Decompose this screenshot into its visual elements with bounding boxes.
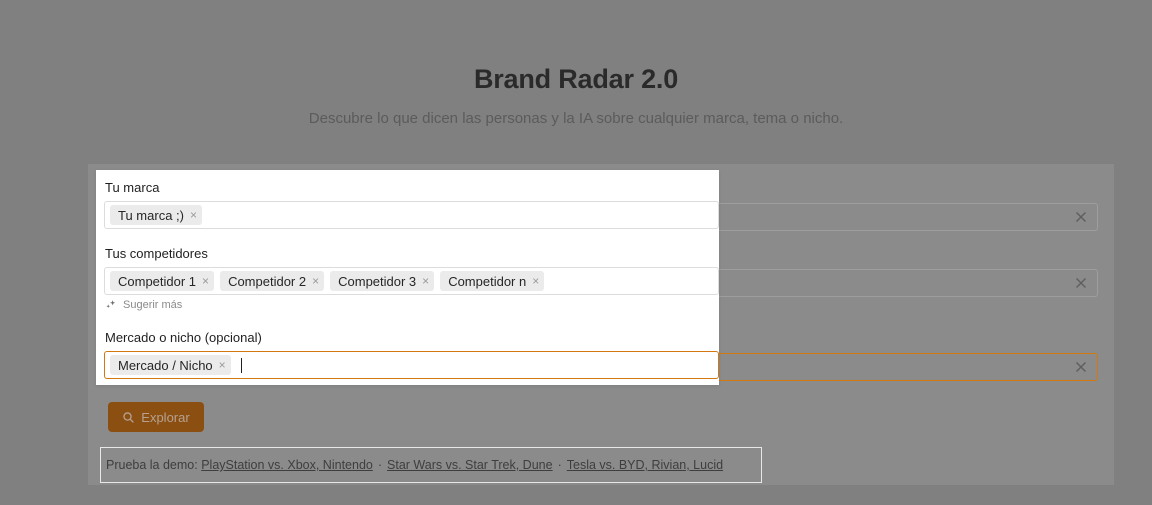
tag-chip-remove-icon[interactable]: × [202,274,210,288]
sparkles-icon [105,299,117,311]
overlay-competitors-input[interactable]: Competidor 1 × Competidor 2 × Competidor… [104,267,719,295]
tag-chip-label: Competidor 1 [118,273,197,289]
demo-links-box: Prueba la demo: PlayStation vs. Xbox, Ni… [100,447,762,483]
demo-prefix-label: Prueba la demo: [106,458,198,472]
explore-button[interactable]: Explorar [108,402,204,432]
tag-chip-label: Mercado / Nicho [118,357,213,373]
focused-form-overlay: Tu marca Tu marca ;) × Tus competidores … [96,170,719,385]
tag-chip-remove-icon[interactable]: × [532,274,540,288]
demo-link-tesla[interactable]: Tesla vs. BYD, Rivian, Lucid [566,458,724,472]
demo-separator: · [377,458,383,472]
tag-chip[interactable]: Tu marca ;) × [110,205,202,225]
search-icon [122,411,135,424]
tag-chip-label: Competidor 2 [228,273,307,289]
overlay-brand-label: Tu marca [105,180,160,195]
tag-chip-remove-icon[interactable]: × [312,274,320,288]
tag-chip[interactable]: Competidor 1 × [110,271,215,291]
clear-market-icon[interactable] [1073,359,1089,375]
demo-separator: · [557,458,562,472]
clear-competitors-icon[interactable] [1073,275,1089,291]
overlay-market-input[interactable]: Mercado / Nicho × [104,351,719,379]
tag-chip-label: Competidor 3 [338,273,417,289]
tag-chip[interactable]: Competidor 2 × [220,271,325,291]
overlay-competitors-label: Tus competidores [105,246,208,261]
tag-chip-label: Competidor n [448,273,527,289]
text-cursor [240,357,242,373]
tag-chip[interactable]: Competidor n × [440,271,545,291]
tag-chip-remove-icon[interactable]: × [422,274,430,288]
tag-chip-remove-icon[interactable]: × [189,208,197,222]
tag-chip[interactable]: Mercado / Nicho × [110,355,231,375]
clear-brand-icon[interactable] [1073,209,1089,225]
overlay-suggest-more-button[interactable]: Sugerir más [105,299,182,311]
demo-link-starwars[interactable]: Star Wars vs. Star Trek, Dune [387,458,553,472]
page-subtitle: Descubre lo que dicen las personas y la … [308,110,844,127]
page-title: Brand Radar 2.0 [473,64,679,94]
overlay-market-label: Mercado o nicho (opcional) [105,330,262,345]
tag-chip-remove-icon[interactable]: × [218,358,226,372]
overlay-suggest-more-label: Sugerir más [123,299,183,311]
explore-button-label: Explorar [141,409,190,425]
overlay-brand-input[interactable]: Tu marca ;) × [104,201,719,229]
hero-section: Brand Radar 2.0 Descubre lo que dicen la… [0,0,1152,129]
tag-chip-label: Tu marca ;) [118,207,184,223]
tag-chip[interactable]: Competidor 3 × [330,271,435,291]
demo-link-playstation[interactable]: PlayStation vs. Xbox, Nintendo [201,458,373,472]
